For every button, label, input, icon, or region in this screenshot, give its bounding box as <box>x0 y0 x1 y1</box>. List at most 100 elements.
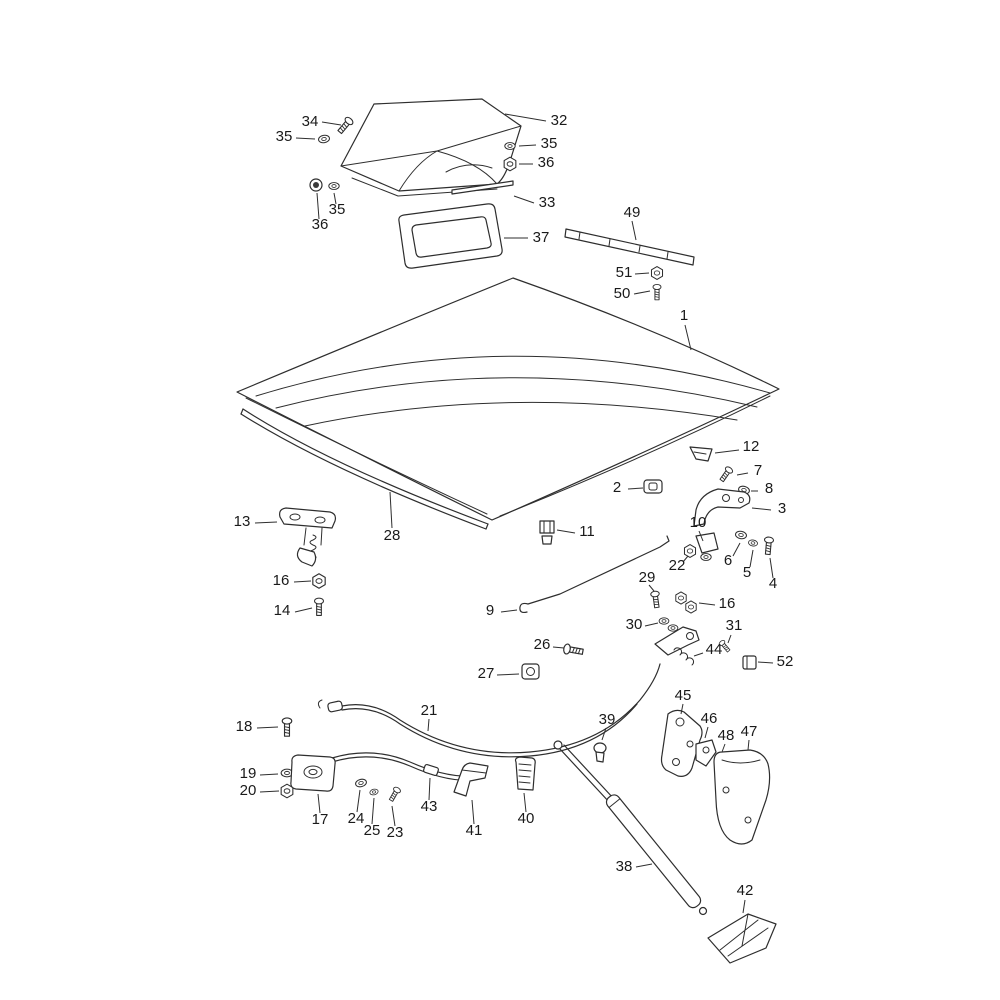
leader-line-20 <box>259 790 280 793</box>
part-3-hinge <box>693 488 751 527</box>
leader-line-35 <box>333 192 337 205</box>
part-label-1: 1 <box>680 307 688 324</box>
leader-line-26 <box>552 646 565 649</box>
part-11-clip <box>539 520 555 545</box>
leader-line-33 <box>513 195 535 204</box>
part-label-31: 31 <box>726 617 743 634</box>
part-39-buffer-pin <box>593 742 607 763</box>
part-26-bolt <box>562 642 585 658</box>
part-28-seal <box>240 408 489 530</box>
leader-line-39 <box>601 727 607 741</box>
part-4-bolt <box>762 536 775 556</box>
leader-line-28 <box>389 491 393 529</box>
leader-line-44 <box>693 652 704 657</box>
part-35-washer <box>328 182 340 190</box>
part-38-gas-strut <box>553 740 708 916</box>
leader-line-52 <box>757 661 774 664</box>
leader-line-10 <box>698 530 704 542</box>
part-23-screw <box>387 785 402 803</box>
part-40-clip <box>514 756 536 791</box>
leader-line-31 <box>727 634 732 644</box>
part-label-46: 46 <box>701 710 718 727</box>
part-49-support-strip <box>564 228 695 266</box>
part-24-washer <box>354 777 368 789</box>
part-label-22: 22 <box>669 557 686 574</box>
part-5-washer <box>747 538 759 548</box>
part-label-47: 47 <box>741 723 758 740</box>
part-label-29: 29 <box>639 569 656 586</box>
leader-line-38 <box>635 863 653 868</box>
part-label-10: 10 <box>690 514 707 531</box>
leader-line-16 <box>293 580 312 583</box>
part-37-seal-frame <box>398 203 503 269</box>
part-29-bolt <box>649 590 662 609</box>
leader-line-45 <box>680 703 684 715</box>
part-label-39: 39 <box>599 711 616 728</box>
leader-line-41 <box>471 799 475 825</box>
leader-line-11 <box>556 529 576 534</box>
part-46-bracket <box>695 739 717 767</box>
part-label-19: 19 <box>240 765 257 782</box>
part-14-screw <box>313 597 325 616</box>
leader-line-34 <box>321 121 342 126</box>
part-6-washer <box>734 529 748 541</box>
part-label-2: 2 <box>613 479 621 496</box>
leader-line-18 <box>256 726 279 729</box>
part-2-grommet <box>643 479 663 494</box>
part-label-36: 36 <box>312 216 329 233</box>
part-label-9: 9 <box>486 602 494 619</box>
part-label-12: 12 <box>743 438 760 455</box>
leader-line-21 <box>427 718 430 732</box>
part-label-17: 17 <box>312 811 329 828</box>
part-label-49: 49 <box>624 204 641 221</box>
part-label-25: 25 <box>364 822 381 839</box>
part-label-48: 48 <box>718 727 735 744</box>
part-label-41: 41 <box>466 822 483 839</box>
part-33-seal-strip <box>451 180 514 195</box>
part-label-16: 16 <box>273 572 290 589</box>
part-18-bolt <box>281 717 293 737</box>
part-label-34: 34 <box>302 113 319 130</box>
leader-line-16 <box>698 602 716 606</box>
leader-line-12 <box>714 449 740 454</box>
part-43-cable-section <box>331 752 475 781</box>
part-21-release-cable <box>317 663 661 758</box>
part-16-nut <box>312 573 326 589</box>
part-51-nut <box>650 266 664 280</box>
part-label-7: 7 <box>754 462 762 479</box>
part-1-hood-panel <box>236 277 780 521</box>
part-label-26: 26 <box>534 636 551 653</box>
leader-line-43 <box>428 777 431 801</box>
part-label-43: 43 <box>421 798 438 815</box>
part-label-4: 4 <box>769 575 777 592</box>
leader-line-49 <box>631 220 637 241</box>
leader-line-14 <box>294 607 313 613</box>
part-label-42: 42 <box>737 882 754 899</box>
part-label-16: 16 <box>719 595 736 612</box>
part-label-32: 32 <box>551 112 568 129</box>
part-label-50: 50 <box>614 285 631 302</box>
part-label-11: 11 <box>579 523 595 540</box>
leader-line-25 <box>371 797 375 825</box>
part-label-44: 44 <box>706 641 723 658</box>
leader-line-51 <box>634 272 650 275</box>
part-label-38: 38 <box>616 858 633 875</box>
part-label-14: 14 <box>274 602 291 619</box>
part-16-nut <box>675 591 697 614</box>
part-41-bracket <box>453 762 489 797</box>
part-12-clip <box>689 446 713 462</box>
part-label-8: 8 <box>765 480 773 497</box>
leader-line-22 <box>682 555 689 563</box>
part-release-lever <box>654 626 700 656</box>
leader-line-40 <box>523 792 527 813</box>
leader-line-1 <box>684 324 692 351</box>
part-36-grommet <box>309 178 323 192</box>
part-34-bolt <box>335 115 355 136</box>
part-label-30: 30 <box>626 616 643 633</box>
part-27-square-nut <box>521 663 540 680</box>
leader-line-5 <box>749 549 754 568</box>
part-label-52: 52 <box>777 653 794 670</box>
part-7-bolt <box>717 465 735 484</box>
leader-line-35 <box>518 144 537 147</box>
